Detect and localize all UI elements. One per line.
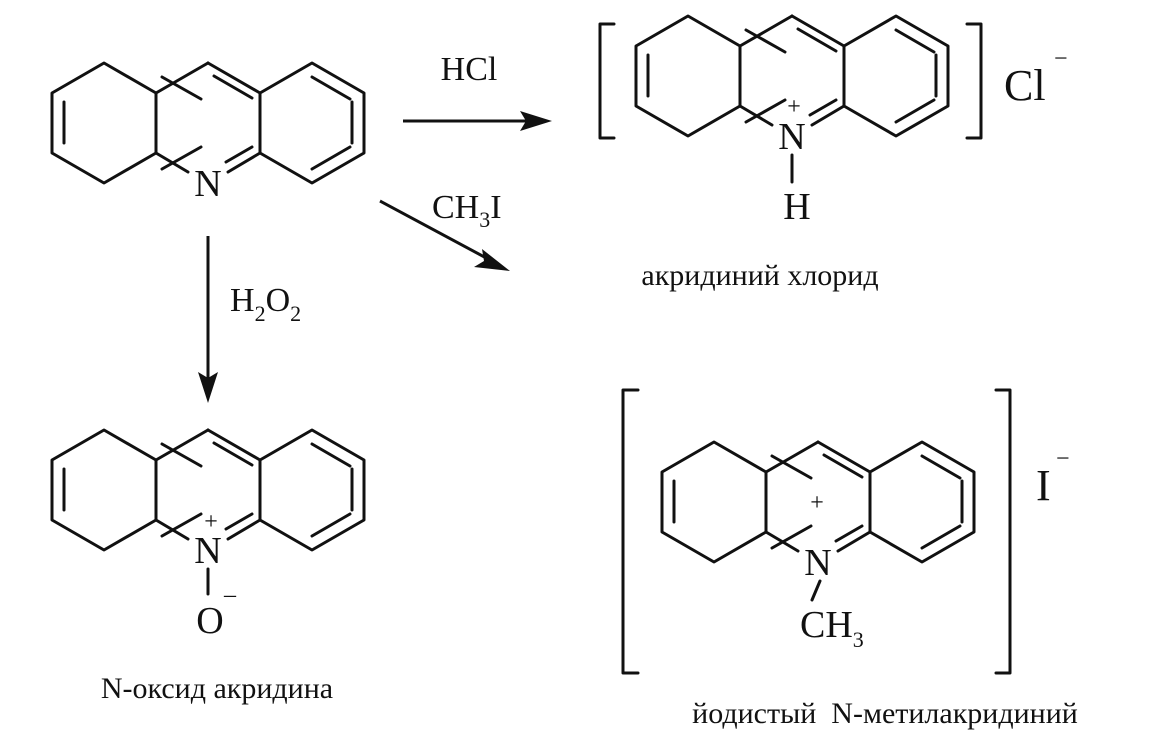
arrow-h2o2: H2O2 [198, 236, 301, 403]
acridinium-plus-charge: + [787, 94, 801, 120]
iodide-charge: − [1056, 446, 1070, 472]
acridinium-hydrogen: H [783, 186, 810, 228]
left-bracket [598, 22, 616, 140]
acridinium-chloride-molecule: N + H Cl − [598, 14, 1068, 228]
n-oxide-minus-charge: – [223, 582, 237, 608]
n-methyl-bond [810, 579, 822, 602]
methyl-group: CH3 [800, 604, 864, 652]
arrow-ch3i: CH3I [379, 189, 510, 271]
acridine-nitrogen: N [194, 163, 221, 205]
acridine-n-oxide-molecule: N + O – [50, 428, 366, 642]
n-methylacridinium-iodide-molecule: N + CH3 I − [621, 388, 1070, 675]
chloride-charge: − [1054, 46, 1068, 72]
acridine-n-oxide-caption: N-оксид акридина [101, 672, 333, 705]
reagent-ch3i: CH3I [432, 189, 502, 232]
n-methylacridinium-caption: йодистый N-метилакридиний [692, 697, 1078, 730]
right-bracket [965, 22, 983, 140]
n-oxide-oxygen: O [196, 600, 223, 642]
reagent-h2o2: H2O2 [230, 282, 301, 326]
left-bracket-2 [621, 388, 640, 675]
methylacridinium-plus-charge: + [810, 490, 824, 516]
n-oxide-nitrogen: N [194, 530, 221, 572]
reagent-hcl: HCl [441, 51, 498, 88]
methylacridinium-nitrogen: N [804, 542, 831, 584]
arrow-hcl: HCl [403, 51, 552, 131]
acridinium-nitrogen: N [778, 116, 805, 158]
iodide-ion: I [1036, 461, 1051, 510]
n-oxide-plus-charge: + [204, 509, 218, 535]
right-bracket-2 [994, 388, 1012, 675]
chloride-ion: Cl [1004, 61, 1046, 110]
acridine-molecule: N [50, 61, 366, 205]
acridinium-chloride-caption: акридиний хлорид [641, 259, 878, 292]
